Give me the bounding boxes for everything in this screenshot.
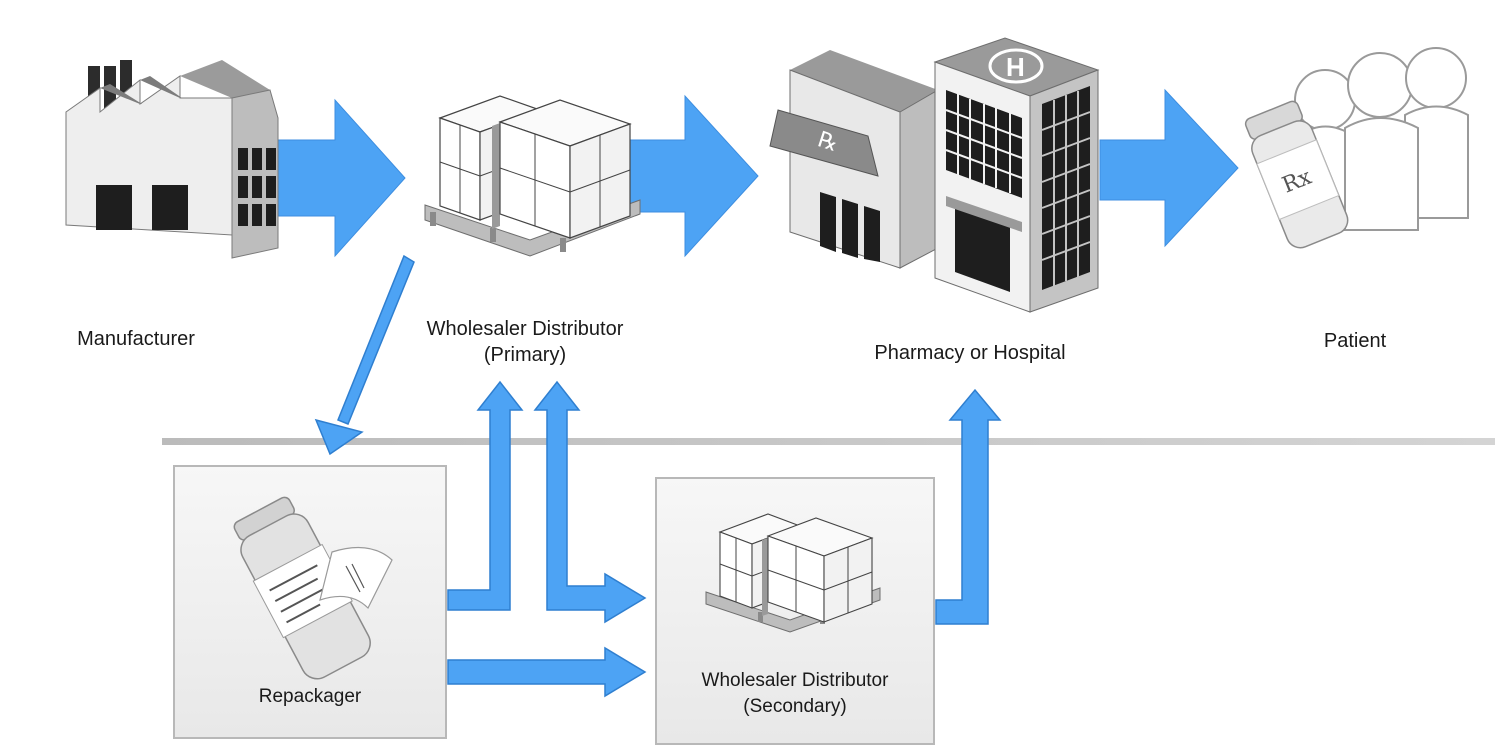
arrow-wholesaler-to-pharmacy (619, 94, 759, 258)
pharmacy-building-icon: ℞ (769, 50, 939, 269)
hospital-h-mark: H (1006, 52, 1025, 82)
wholesaler-primary-line1: Wholesaler Distributor (426, 318, 624, 340)
pallet-boxes-icon-primary (424, 95, 641, 257)
patient-label-text: Patient (1323, 330, 1387, 352)
wholesaler-secondary-label: Wholesaler Distributor (Secondary) (662, 668, 928, 720)
wholesaler-primary-line2: (Primary) (483, 344, 567, 366)
arrow-wholesaler-to-repackager (314, 254, 415, 456)
wholesaler-secondary-line1: Wholesaler Distributor (701, 670, 889, 691)
tier-divider (162, 438, 1495, 445)
repackager-label: Repackager (220, 684, 400, 710)
patients-with-bottle-icon: Rx (1244, 47, 1469, 249)
manufacturer-label-text: Manufacturer (77, 328, 195, 350)
patient-label: Patient (1300, 328, 1410, 354)
wholesaler-secondary-line2: (Secondary) (743, 696, 847, 717)
manufacturer-label: Manufacturer (46, 326, 226, 352)
arrow-repackager-to-secondary (447, 646, 647, 698)
hospital-building-icon: H (933, 37, 1100, 313)
arrow-pharmacy-to-patient (1099, 88, 1239, 248)
wholesaler-primary-label: Wholesaler Distributor (Primary) (390, 316, 660, 368)
arrow-primary-secondary-exchange (533, 380, 647, 624)
arrow-secondary-to-pharmacy (935, 388, 1002, 625)
pallet-boxes-icon-secondary (705, 513, 881, 633)
pharmacy-hospital-label: Pharmacy or Hospital (840, 340, 1100, 366)
factory-icon (65, 60, 279, 259)
repackager-label-text: Repackager (258, 686, 362, 707)
relabeled-bottle-icon (233, 496, 393, 680)
arrow-manufacturer-to-wholesaler (274, 98, 406, 258)
arrow-repackager-to-primary (447, 380, 524, 611)
pharmacy-hospital-label-text: Pharmacy or Hospital (874, 342, 1066, 364)
